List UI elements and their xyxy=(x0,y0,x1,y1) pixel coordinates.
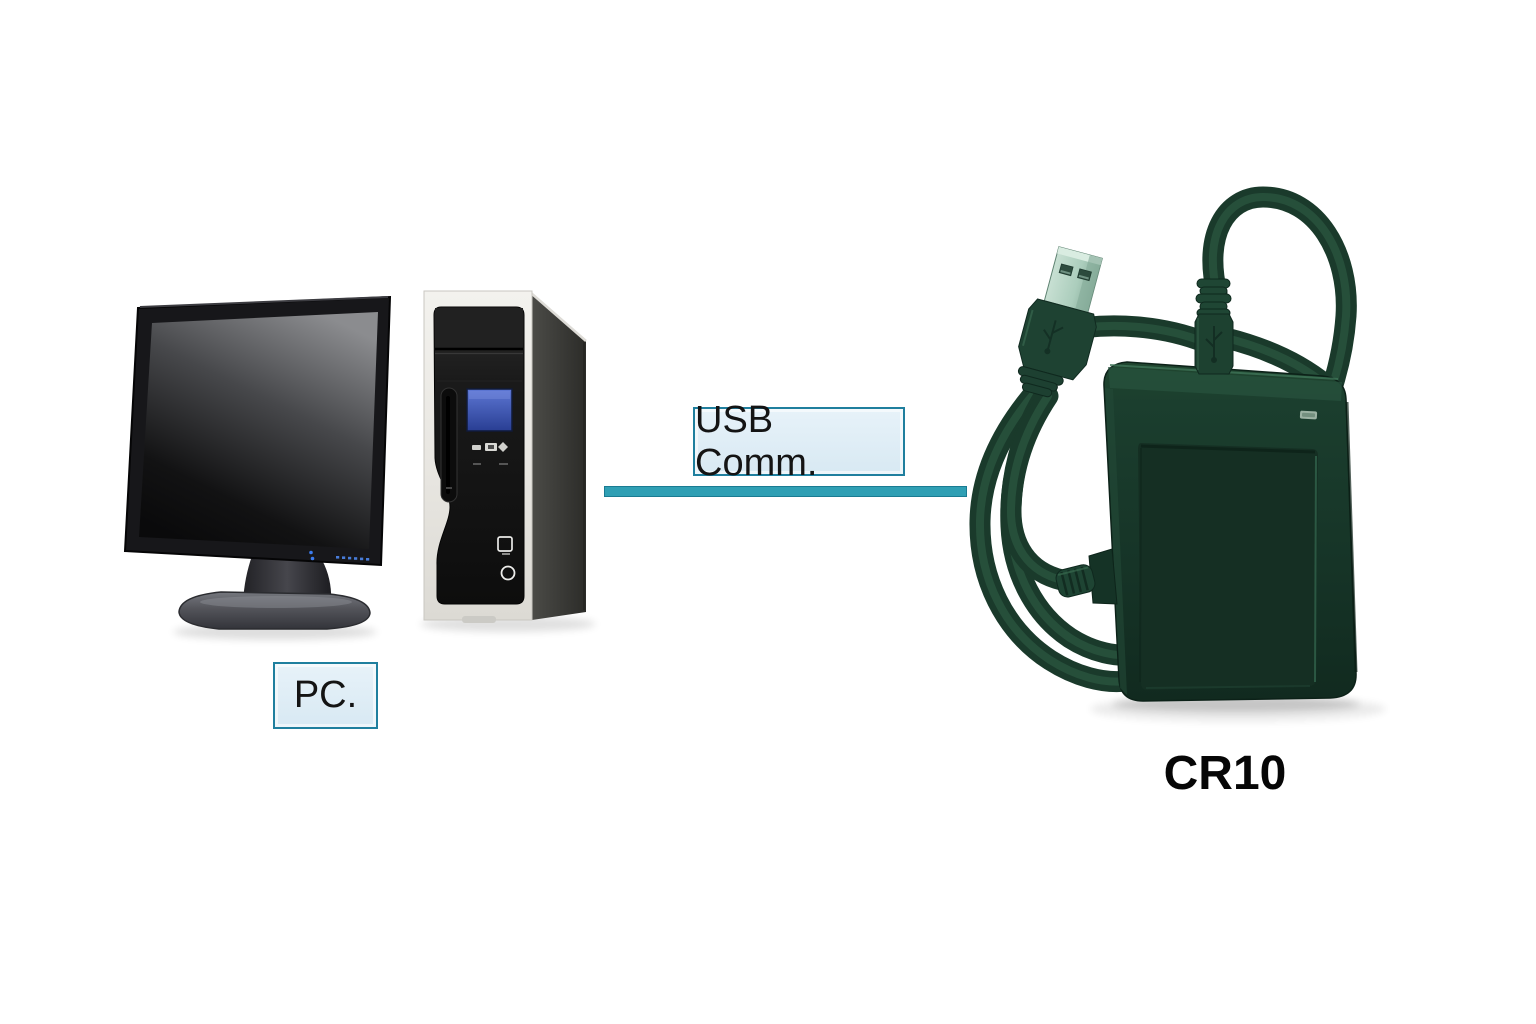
monitor-base-sheen xyxy=(200,596,352,608)
tower-drive-bay xyxy=(435,308,523,382)
cr10-reader xyxy=(969,186,1386,722)
monitor-stand-base xyxy=(178,591,371,630)
tower-optical-slot xyxy=(440,387,458,503)
tower-media-buttons xyxy=(472,442,508,465)
usb-trident-emboss xyxy=(1205,326,1223,363)
tower-lcd-display xyxy=(466,388,513,432)
pc-label: PC. xyxy=(273,662,378,729)
usb-trident-emboss-plug xyxy=(1043,320,1064,355)
usb-comm-label: USB Comm. xyxy=(693,399,905,484)
reader-right-edge-shade xyxy=(1345,401,1358,673)
tower-usb-port-button xyxy=(497,536,513,555)
cable-ferrite-bead xyxy=(1055,564,1096,598)
reader-led xyxy=(1299,410,1318,420)
reader-top-plug xyxy=(1194,278,1234,375)
pc-tower xyxy=(420,290,596,632)
monitor-screen xyxy=(139,312,378,549)
usb-a-connector xyxy=(1017,246,1103,398)
tower-side-panel xyxy=(532,294,586,620)
tower-bottom-notch xyxy=(462,616,496,623)
reader-top-bevel xyxy=(1108,367,1342,401)
monitor-indicator-leds xyxy=(309,550,370,561)
reader-left-bevel xyxy=(1105,388,1127,695)
monitor xyxy=(123,295,392,640)
cr10-caption: CR10 xyxy=(1163,747,1287,800)
tower-top-edge xyxy=(530,292,587,342)
usb-a-contact-slots xyxy=(1058,263,1092,282)
monitor-bezel-top-highlight xyxy=(139,296,389,308)
usb-a-plug-body xyxy=(1018,298,1097,381)
tower-power-button xyxy=(500,565,516,581)
reader-card-area xyxy=(1138,443,1318,690)
usb-connection-line xyxy=(604,486,967,497)
